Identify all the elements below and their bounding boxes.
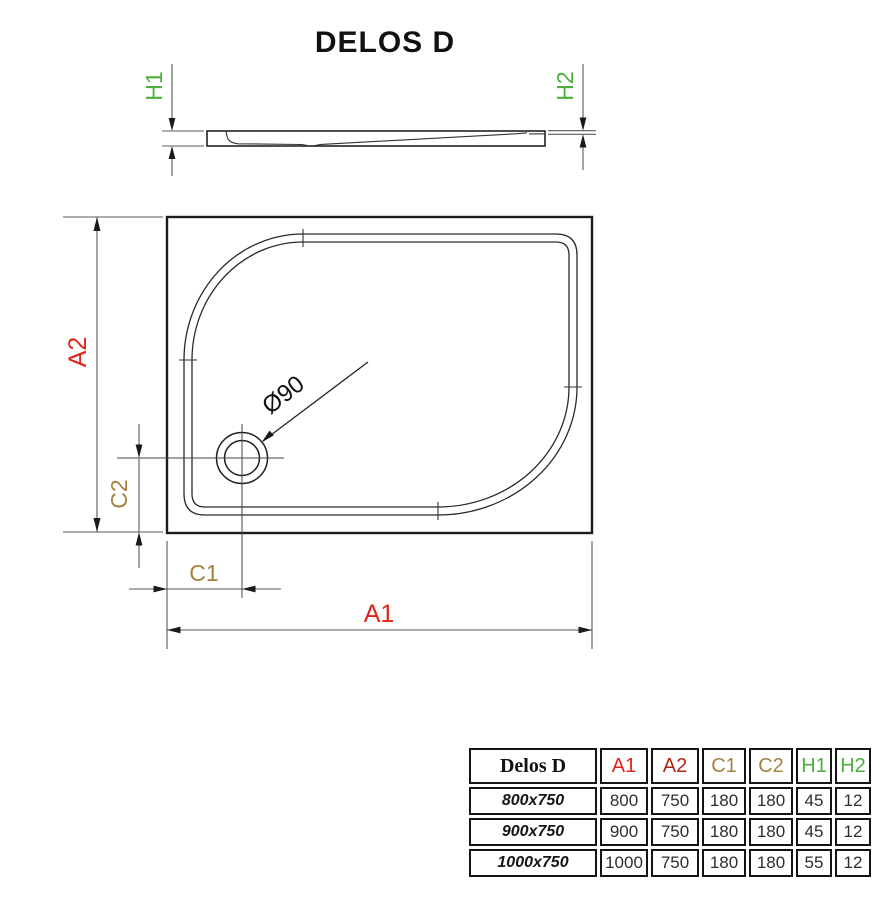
technical-drawing: DELOS D H1 xyxy=(63,26,596,649)
drain-leader xyxy=(261,361,369,443)
h1-label: H1 xyxy=(141,71,167,100)
table-cell: 750 xyxy=(651,849,699,877)
tray-profile-interior xyxy=(225,130,544,147)
table-cell: 180 xyxy=(702,849,746,877)
table-header-product: Delos D xyxy=(469,748,597,784)
table-cell: 180 xyxy=(749,787,793,815)
table-cell: 55 xyxy=(796,849,832,877)
table-header-c1: C1 xyxy=(702,748,746,784)
bottom-extension-lines xyxy=(166,541,593,649)
h2-dimension: H2 xyxy=(548,64,596,170)
a1-dimension: A1 xyxy=(167,600,592,634)
size-cell: 1000x750 xyxy=(469,849,597,877)
c2-dimension: C2 xyxy=(106,424,143,568)
table-cell: 12 xyxy=(835,849,871,877)
c1-dimension: C1 xyxy=(129,560,281,593)
page-title: DELOS D xyxy=(315,26,455,59)
table-cell: 800 xyxy=(600,787,648,815)
table-header-row: Delos D A1 A2 C1 C2 H1 H2 xyxy=(469,748,871,784)
a1-label: A1 xyxy=(364,600,395,628)
table-cell: 12 xyxy=(835,787,871,815)
table-cell: 750 xyxy=(651,787,699,815)
a2-dimension: A2 xyxy=(63,216,163,533)
table-cell: 750 xyxy=(651,818,699,846)
drain-crosshair xyxy=(117,424,284,598)
table-cell: 900 xyxy=(600,818,648,846)
plan-view: Ø90 A2 C2 xyxy=(63,215,594,649)
spec-table-container: Delos D A1 A2 C1 C2 H1 H2 800x750 800 75… xyxy=(466,745,874,880)
table-header-h1: H1 xyxy=(796,748,832,784)
c2-label: C2 xyxy=(106,479,132,508)
size-cell: 800x750 xyxy=(469,787,597,815)
h1-dimension: H1 xyxy=(141,64,204,176)
table-cell: 180 xyxy=(702,818,746,846)
table-cell: 12 xyxy=(835,818,871,846)
table-header-h2: H2 xyxy=(835,748,871,784)
tray-profile-outline xyxy=(206,130,546,147)
table-header-a1: A1 xyxy=(600,748,648,784)
table-cell: 180 xyxy=(702,787,746,815)
table-cell: 45 xyxy=(796,818,832,846)
a2-label: A2 xyxy=(64,337,92,368)
side-view: H1 H2 xyxy=(141,64,596,176)
table-row: 900x750 900 750 180 180 45 12 xyxy=(469,818,871,846)
c1-label: C1 xyxy=(189,560,218,586)
table-row: 1000x750 1000 750 180 180 55 12 xyxy=(469,849,871,877)
dimension-table: Delos D A1 A2 C1 C2 H1 H2 800x750 800 75… xyxy=(466,745,874,880)
table-cell: 45 xyxy=(796,787,832,815)
table-header-c2: C2 xyxy=(749,748,793,784)
table-header-a2: A2 xyxy=(651,748,699,784)
rim-segment-ticks xyxy=(179,229,582,520)
table-cell: 1000 xyxy=(600,849,648,877)
table-cell: 180 xyxy=(749,849,793,877)
h2-label: H2 xyxy=(552,71,578,100)
table-cell: 180 xyxy=(749,818,793,846)
tray-outer-rect xyxy=(165,215,594,535)
table-row: 800x750 800 750 180 180 45 12 xyxy=(469,787,871,815)
size-cell: 900x750 xyxy=(469,818,597,846)
leader-arrowhead xyxy=(261,430,274,443)
